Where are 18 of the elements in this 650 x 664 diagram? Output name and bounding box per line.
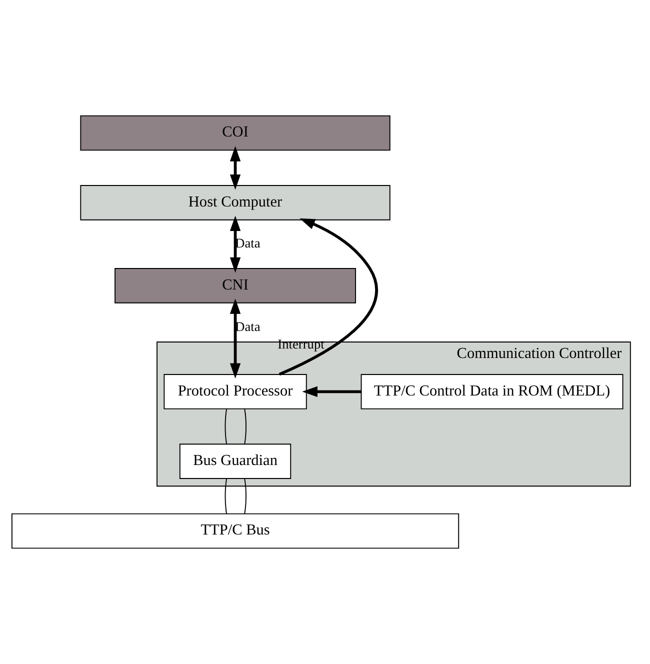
arrow <box>230 298 241 379</box>
arrow <box>278 218 378 376</box>
edge-label: Data <box>235 236 260 251</box>
node-box: TTP/C Control Data in ROM (MEDL) <box>360 374 624 410</box>
edge-label: Data <box>235 318 260 334</box>
node-box: Host Computer <box>80 185 390 220</box>
node-box: COI <box>80 115 390 151</box>
arrow <box>230 216 241 273</box>
connector <box>224 408 228 445</box>
node-box: CNI <box>114 268 356 304</box>
node-box: Protocol Processor <box>164 374 307 410</box>
node-box: TTP/C Bus <box>11 513 460 549</box>
connector <box>244 478 246 514</box>
connector <box>224 478 228 514</box>
connector <box>244 408 246 445</box>
arrow <box>302 386 362 398</box>
node-box: Bus Guardian <box>179 444 292 479</box>
arrow <box>230 146 241 190</box>
